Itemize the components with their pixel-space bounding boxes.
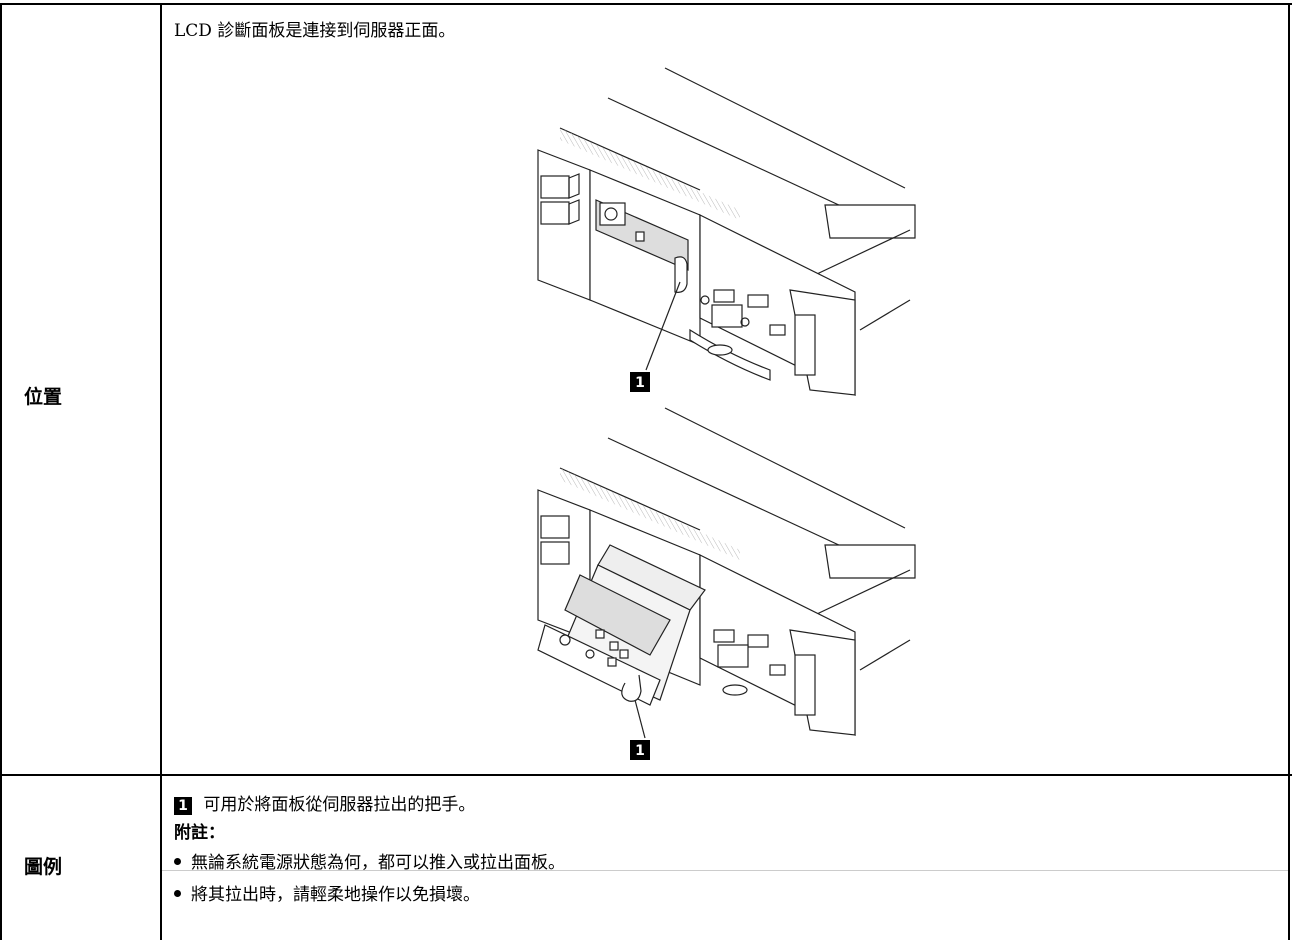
note-item: 無論系統電源狀態為何，都可以推入或拉出面板。 — [174, 848, 565, 873]
callout-1-label-bottom: 1 — [635, 743, 645, 759]
column-divider — [160, 3, 162, 940]
bullet-dot-icon — [174, 890, 181, 897]
note-item: 將其拉出時，請輕柔地操作以免損壞。 — [174, 880, 480, 905]
callout-1-label-top: 1 — [635, 375, 645, 391]
table-top-border — [0, 3, 1292, 5]
server-open-view — [537, 407, 916, 739]
callout-1-badge-top — [630, 372, 650, 392]
note-text: 將其拉出時，請輕柔地操作以免損壞。 — [191, 885, 480, 905]
callout-1-badge: 1 — [174, 797, 192, 815]
bullet-dot-icon — [174, 858, 181, 865]
row-divider — [0, 774, 1292, 776]
legend-row-label: 圖例 — [24, 856, 63, 878]
table-right-border — [1288, 3, 1290, 940]
server-front-illustration: 1 — [537, 67, 916, 760]
note-text: 無論系統電源狀態為何，都可以推入或拉出面板。 — [191, 853, 565, 873]
legend-item-text: 可用於將面板從伺服器拉出的把手。 — [203, 795, 476, 815]
location-row-label: 位置 — [24, 386, 63, 408]
callout-1-badge-bottom — [630, 740, 650, 760]
table-left-border — [0, 3, 2, 940]
server-closed-view — [537, 67, 916, 396]
legend-item: 1 可用於將面板從伺服器拉出的把手。 — [174, 790, 475, 815]
note-separator — [162, 870, 1288, 871]
location-description: LCD 診斷面板是連接到伺服器正面。 — [174, 21, 456, 41]
note-title: 附註： — [174, 823, 225, 843]
